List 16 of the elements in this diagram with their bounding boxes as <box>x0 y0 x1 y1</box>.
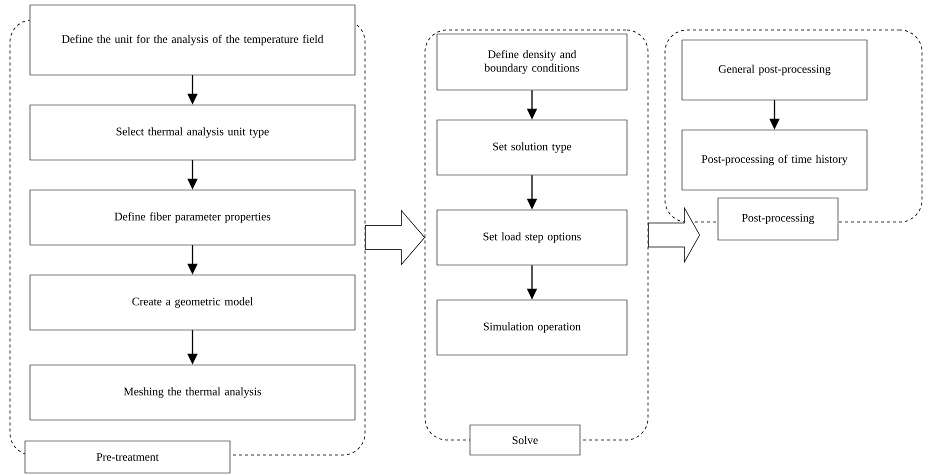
stage-label: Post-processing <box>718 198 838 240</box>
process-box: Define fiber parameter properties <box>30 190 356 246</box>
process-box: Simulation operation <box>436 300 628 356</box>
process-box: Set load step options <box>436 210 628 266</box>
process-box: General post-processing <box>682 40 868 100</box>
process-box: Define density and boundary conditions <box>436 34 628 90</box>
process-box: Post-processing of time history <box>682 130 868 190</box>
process-box: Select thermal analysis unit type <box>30 104 356 160</box>
stage-label: Solve <box>470 424 580 456</box>
process-box: Set solution type <box>436 120 628 176</box>
stage-label: Pre-treatment <box>24 440 230 474</box>
block-arrow <box>648 206 700 264</box>
process-box: Meshing the thermal analysis <box>30 364 356 420</box>
process-box: Create a geometric model <box>30 274 356 330</box>
block-arrow <box>365 210 426 266</box>
process-box: Define the unit for the analysis of the temperature field <box>30 4 356 76</box>
